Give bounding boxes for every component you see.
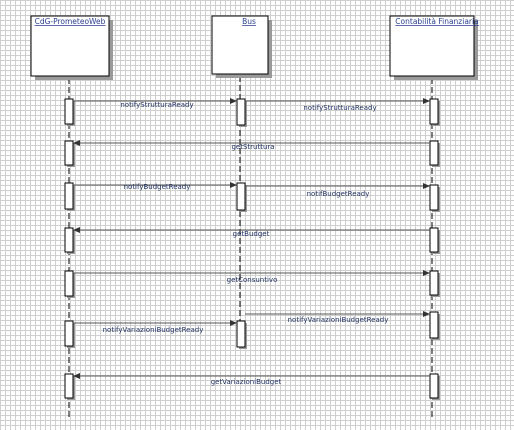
- participant-cf[interactable]: Contabilità Finanziaria: [389, 15, 479, 80]
- participant-label-cdg: CdG-PrometeoWeb: [35, 17, 106, 26]
- activation-cf-3: [429, 184, 440, 212]
- arrowhead-right-icon: [230, 182, 237, 188]
- message-label: notifyBudgetReady: [124, 183, 191, 191]
- message-get-budget[interactable]: getBudget: [73, 227, 430, 238]
- message-label: notifyVariazioniBudgetReady: [288, 316, 389, 324]
- activation-bus-2: [236, 182, 247, 212]
- arrowhead-right-icon: [423, 311, 430, 317]
- activation-cf-4: [429, 227, 440, 254]
- arrowhead-right-icon: [230, 98, 237, 104]
- participant-cdg[interactable]: CdG-PrometeoWeb: [30, 15, 113, 80]
- message-label: getBudget: [233, 230, 270, 238]
- message-get-consuntivo[interactable]: getConsuntivo: [73, 270, 430, 284]
- message-notify-struttura-ready-to-bus[interactable]: notifyStrutturaReady: [73, 98, 237, 109]
- activation-bus-3: [236, 320, 247, 349]
- activation-cdg-4: [64, 227, 75, 254]
- activation-cf-6: [429, 311, 440, 340]
- message-label: getConsuntivo: [227, 276, 278, 284]
- activation-cdg-2: [64, 140, 75, 167]
- arrowhead-right-icon: [423, 270, 430, 276]
- activation-cf-5: [429, 270, 440, 297]
- activation-cf-1: [429, 98, 440, 126]
- arrowhead-right-icon: [230, 320, 237, 326]
- activation-cdg-6: [64, 320, 75, 348]
- activation-cdg-3: [64, 182, 75, 211]
- message-get-variazioni-budget[interactable]: getVariazioniBudget: [73, 373, 430, 386]
- arrowhead-left-icon: [73, 227, 80, 233]
- message-notify-budget-ready-to-bus[interactable]: notifyBudgetReady: [73, 182, 237, 191]
- message-label: notifyStrutturaReady: [120, 101, 193, 109]
- message-label: notifyStrutturaReady: [303, 104, 376, 112]
- message-notify-variazioni-budget-ready-to-cf[interactable]: notifyVariazioniBudgetReady: [245, 311, 430, 324]
- activation-cdg-7: [64, 373, 75, 400]
- activation-cf-7: [429, 373, 440, 400]
- message-notify-variazioni-budget-ready-to-bus[interactable]: notifyVariazioniBudgetReady: [73, 320, 237, 334]
- participant-label-cf: Contabilità Finanziaria: [395, 17, 478, 26]
- participant-label-bus: Bus: [242, 17, 256, 26]
- message-label: getStruttura: [231, 143, 274, 151]
- message-label: notifBudgetReady: [307, 190, 370, 198]
- activation-bus-1: [236, 98, 247, 127]
- message-notif-budget-ready-to-cf[interactable]: notifBudgetReady: [245, 183, 430, 198]
- message-label: getVariazioniBudget: [211, 378, 282, 386]
- arrowhead-right-icon: [423, 183, 430, 189]
- arrowhead-right-icon: [423, 98, 430, 104]
- participant-bus[interactable]: Bus: [211, 15, 272, 78]
- activation-cdg-1: [64, 98, 75, 126]
- message-label: notifyVariazioniBudgetReady: [103, 326, 204, 334]
- activation-cdg-5: [64, 270, 75, 298]
- message-notify-struttura-ready-to-cf[interactable]: notifyStrutturaReady: [245, 98, 430, 112]
- activation-cf-2: [429, 140, 440, 167]
- arrowhead-left-icon: [73, 373, 80, 379]
- message-get-struttura[interactable]: getStruttura: [73, 140, 430, 151]
- arrowhead-left-icon: [73, 140, 80, 146]
